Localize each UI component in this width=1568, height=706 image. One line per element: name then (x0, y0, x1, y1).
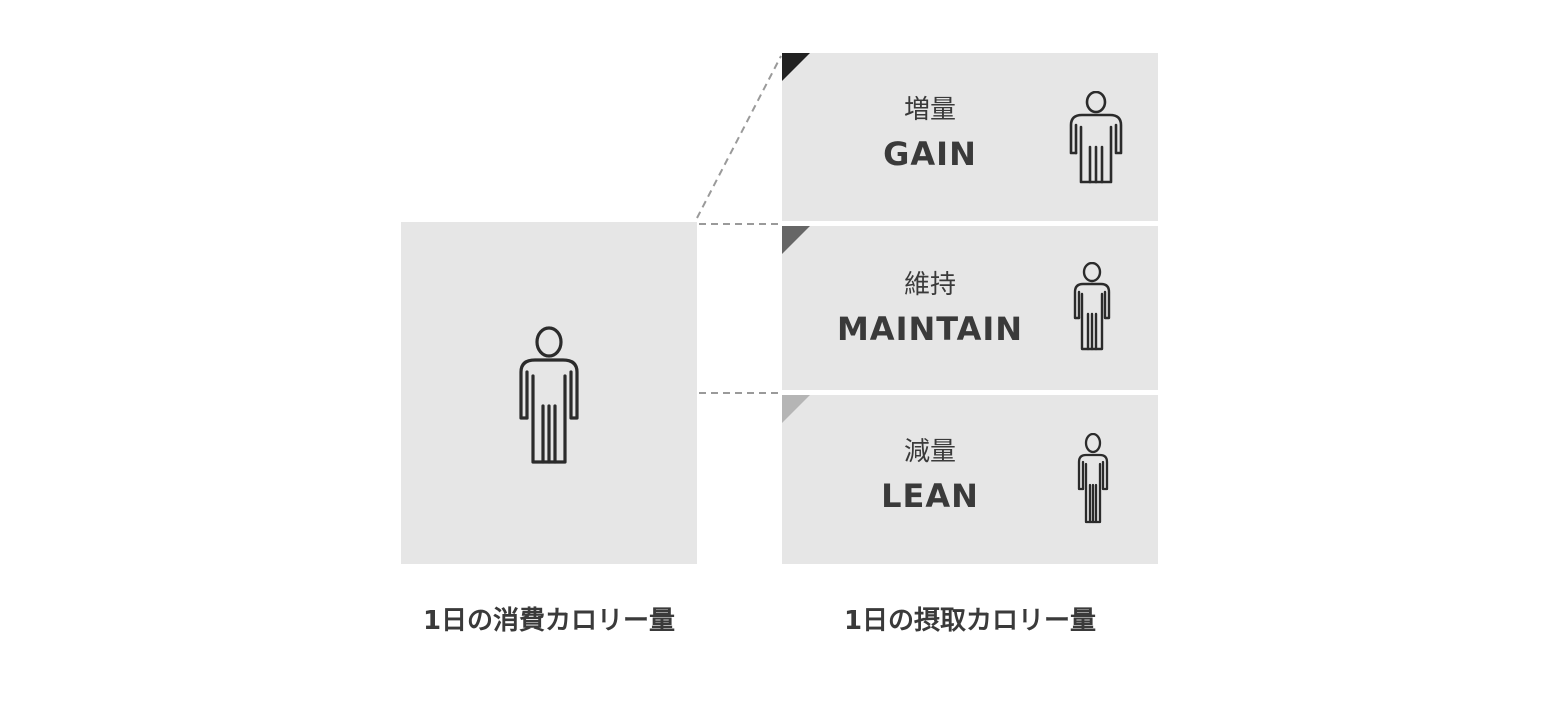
option-label-group: 増量 GAIN (782, 95, 1078, 173)
option-label-jp: 維持 (903, 270, 956, 300)
intake-option-maintain: 維持 MAINTAIN (782, 226, 1158, 390)
person-icon (1077, 433, 1109, 524)
option-label-group: 維持 MAINTAIN (782, 270, 1078, 348)
person-icon (1069, 91, 1123, 184)
option-label-jp: 減量 (903, 437, 956, 467)
intake-option-gain: 増量 GAIN (782, 53, 1158, 221)
expenditure-box (401, 222, 697, 564)
connector-line-gain (696, 55, 782, 219)
person-icon (519, 326, 579, 464)
option-label-en: GAIN (883, 135, 977, 173)
person-icon (1073, 262, 1111, 351)
option-label-en: LEAN (881, 477, 979, 515)
corner-marker (782, 53, 810, 81)
caption-expenditure: 1日の消費カロリー量 (422, 606, 676, 636)
intake-option-lean: 減量 LEAN (782, 395, 1158, 564)
caption-intake: 1日の摂取カロリー量 (843, 606, 1097, 636)
option-label-en: MAINTAIN (836, 310, 1024, 348)
option-label-group: 減量 LEAN (782, 437, 1078, 515)
corner-marker (782, 226, 810, 254)
option-label-jp: 増量 (903, 95, 956, 125)
corner-marker (782, 395, 810, 423)
